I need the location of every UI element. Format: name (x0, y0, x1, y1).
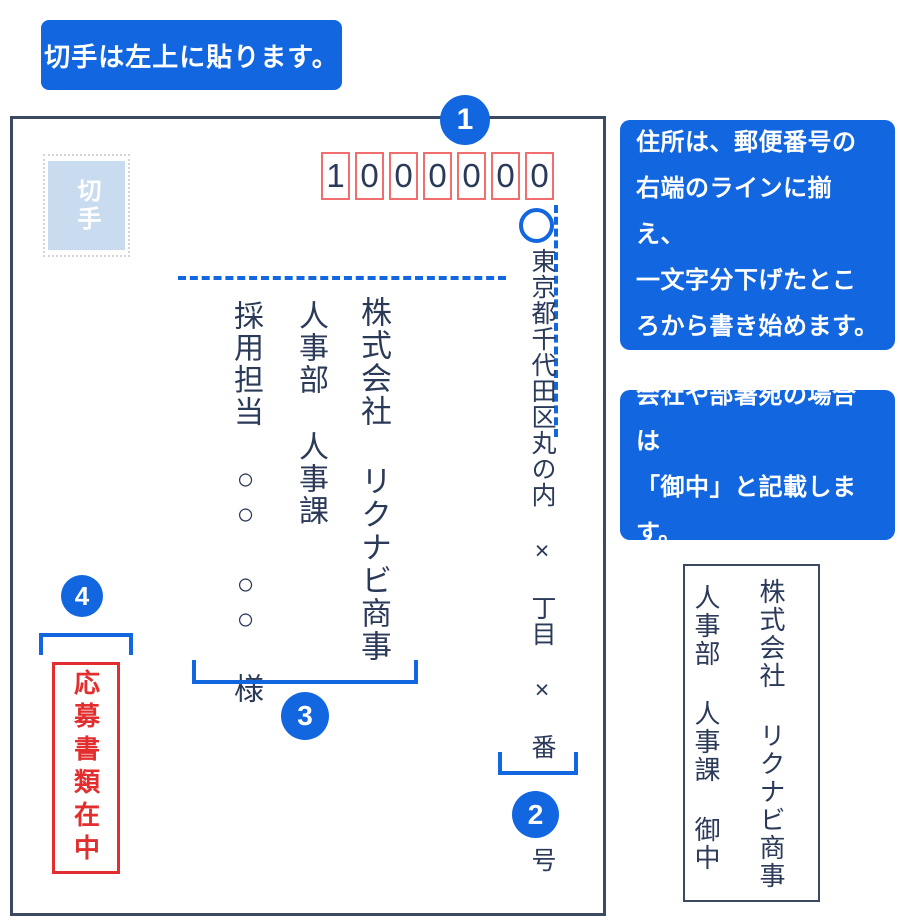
postal-digit-box: 1 (321, 152, 350, 200)
example-department-text: 人事部 人事課 御中 (691, 584, 721, 872)
note-line: 一文字分下げたとこ (636, 267, 857, 294)
marker-2-number: 2 (527, 798, 544, 830)
postal-code-row: 1 0 0 0 0 0 0 (321, 152, 554, 200)
stamp-instruction-text: 切手は左上に貼ります。 (44, 41, 339, 72)
enclosure-stamp-box: 応募書類在中 (52, 662, 120, 874)
note-line: 住所は、郵便番号の (636, 129, 857, 156)
recipient-top-guide-dashed-line (178, 276, 506, 280)
enclosure-bracket (39, 633, 133, 655)
postal-digit-box: 0 (423, 152, 452, 200)
address-text: 東京都千代田区丸の内 × 丁目 × 番 × 号 (528, 248, 556, 873)
stamp-placeholder: 切手 (43, 154, 130, 257)
marker-1-number: 1 (456, 103, 474, 136)
marker-2-badge: 2 (512, 791, 559, 838)
stamp-instruction-banner: 切手は左上に貼ります。 (41, 20, 342, 90)
onchu-note-panel: 会社や部署宛の場合は 「御中」と記載します。 (620, 382, 895, 547)
example-company-text: 株式会社 リクナビ商事 (756, 578, 786, 890)
marker-3-badge: 3 (281, 692, 329, 740)
recipient-bracket (192, 660, 418, 684)
one-character-indent-circle-icon (519, 208, 554, 243)
address-note-panel: 住所は、郵便番号の 右端のラインに揃え、 一文字分下げたとこ ろから書き始めます… (620, 120, 895, 350)
marker-3-number: 3 (297, 700, 313, 731)
recipient-department-text: 人事部 人事課 (294, 300, 327, 527)
marker-4-number: 4 (74, 580, 90, 611)
note-line: 会社や部署宛の場合は (636, 382, 857, 455)
postal-digit-box: 0 (355, 152, 384, 200)
address-bracket (498, 752, 578, 775)
stamp-inner-area: 切手 (48, 161, 125, 250)
marker-1-badge: 1 (440, 95, 490, 145)
onchu-example-box (683, 564, 820, 902)
note-line: 「御中」と記載します。 (636, 474, 857, 547)
note-line: ろから書き始めます。 (636, 313, 879, 340)
postal-digit-box: 0 (525, 152, 554, 200)
postal-right-edge-guide-dashed-line (554, 205, 558, 437)
note-line: 右端のラインに揃え、 (636, 175, 832, 248)
enclosure-stamp-text: 応募書類在中 (70, 669, 101, 867)
postal-digit-box: 0 (457, 152, 486, 200)
recipient-company-text: 株式会社 リクナビ商事 (356, 296, 391, 663)
recipient-person-text: 採用担当 ○○ ○○ 様 (229, 300, 262, 705)
stamp-label: 切手 (73, 177, 100, 234)
postal-digit-box: 0 (389, 152, 418, 200)
marker-4-badge: 4 (61, 575, 103, 617)
postal-digit-box: 0 (491, 152, 520, 200)
